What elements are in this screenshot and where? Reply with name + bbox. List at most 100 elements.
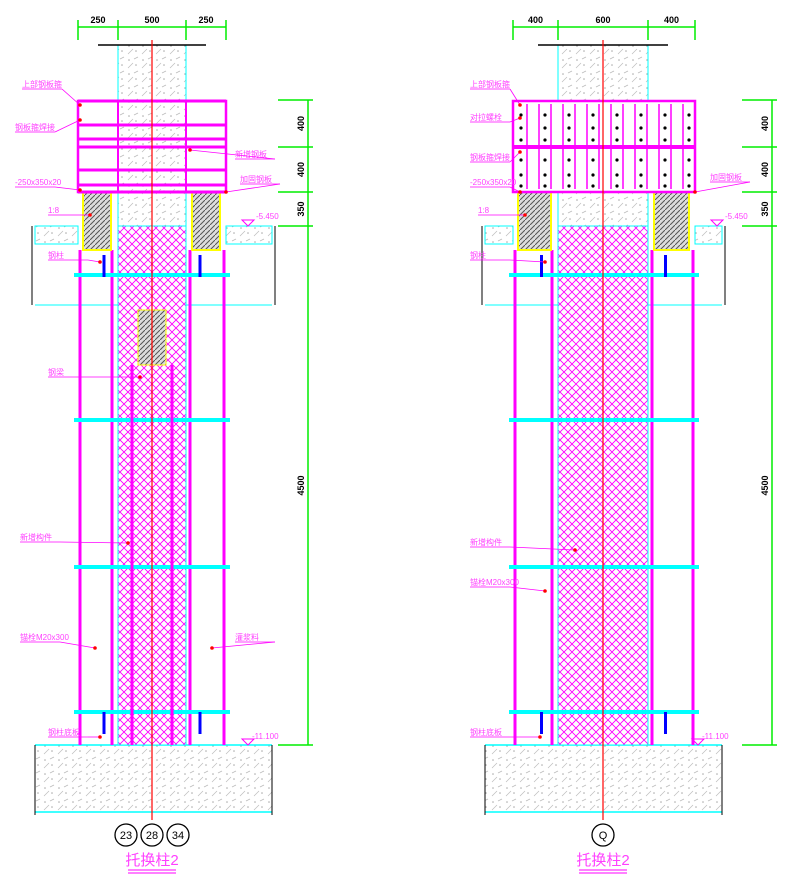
leader-line <box>59 641 96 649</box>
leader-line <box>225 183 281 193</box>
figure-title: 托换柱2 <box>576 852 629 869</box>
bolt <box>663 113 667 117</box>
dimension-label: 350 <box>296 201 306 216</box>
bolt <box>687 184 691 188</box>
leader-label: 新增钢板 <box>235 149 267 159</box>
elevation-triangle <box>709 219 725 227</box>
leader-label: 锚栓M20x300 <box>470 577 519 587</box>
floor-slab-right <box>225 225 273 245</box>
bolt <box>615 113 619 117</box>
leader-dot <box>224 190 228 194</box>
leader-dot <box>78 188 82 192</box>
leader-line <box>87 259 101 263</box>
leader-label: 钢板箍焊接 <box>470 152 510 162</box>
bolt <box>543 113 547 117</box>
leader-label: 新增构件 <box>20 532 52 542</box>
bolt <box>519 138 523 142</box>
leader-dot <box>93 646 97 650</box>
bolt <box>543 173 547 177</box>
bolt <box>519 158 523 162</box>
leader-dot <box>518 103 522 107</box>
leader-label: 加固钢板 <box>240 174 272 184</box>
dimension-label: 400 <box>760 162 770 177</box>
bolt <box>591 138 595 142</box>
leader-dot <box>518 190 522 194</box>
bolt <box>591 173 595 177</box>
leader-dot <box>543 589 547 593</box>
leader-label: 1:8 <box>48 206 60 215</box>
bolt <box>615 126 619 130</box>
figure-title: 托换柱2 <box>125 852 178 869</box>
leader-dot <box>693 190 697 194</box>
leader-dot <box>210 646 214 650</box>
leader-label: 上部钢板箍 <box>470 79 510 89</box>
leader-label: 钢柱 <box>48 250 64 260</box>
support-block <box>517 191 552 251</box>
leader-label: 钢柱底板 <box>48 727 80 737</box>
leader-line <box>189 149 276 160</box>
leader-dot <box>126 541 130 545</box>
leader-line <box>211 641 276 649</box>
axis-label: 23 <box>120 830 132 842</box>
bolt <box>519 173 523 177</box>
leader-label: 加固钢板 <box>710 172 742 182</box>
elevation-mark-top: -5.450 <box>256 212 279 221</box>
leader-line <box>509 186 521 193</box>
bolt <box>567 158 571 162</box>
floor-slab-left <box>484 225 514 245</box>
bolt <box>543 138 547 142</box>
leader-label: 钢柱底板 <box>470 727 502 737</box>
bolt <box>687 158 691 162</box>
bolt <box>639 173 643 177</box>
bolt <box>639 113 643 117</box>
axis-label: 28 <box>146 830 158 842</box>
leader-label: 钢梁 <box>48 367 64 377</box>
bolt <box>543 184 547 188</box>
floor-slab-right <box>694 225 723 245</box>
floor-slab-left <box>34 225 79 245</box>
leader-line <box>509 546 576 551</box>
leader-line <box>509 88 521 106</box>
dimension-label: 4500 <box>296 475 306 495</box>
leader-line <box>54 119 81 133</box>
dimension-label: 600 <box>595 15 610 25</box>
leader-line <box>61 88 81 106</box>
dimension-label: 250 <box>198 15 213 25</box>
bolt <box>687 173 691 177</box>
elevation-triangle <box>690 738 706 746</box>
bolt <box>663 173 667 177</box>
bolt <box>663 158 667 162</box>
bolt <box>519 184 523 188</box>
dimension-label: 250 <box>90 15 105 25</box>
axis-bubble <box>166 823 190 847</box>
leader-dot <box>523 213 527 217</box>
dimension-label: 400 <box>296 116 306 131</box>
dimension-label: 500 <box>144 15 159 25</box>
bolt <box>615 138 619 142</box>
dimension-label: 350 <box>760 201 770 216</box>
bolt <box>543 126 547 130</box>
bolt <box>591 158 595 162</box>
axis-bubble <box>140 823 164 847</box>
leader-dot <box>188 148 192 152</box>
bolt <box>687 126 691 130</box>
elevation-mark-bottom: -11.100 <box>702 732 729 741</box>
bolt <box>543 158 547 162</box>
leader-dot <box>538 735 542 739</box>
bolt <box>663 138 667 142</box>
bolt <box>687 113 691 117</box>
bolt <box>519 126 523 130</box>
axis-bubble <box>591 823 615 847</box>
leader-label: 灌浆料 <box>235 632 259 642</box>
leader-dot <box>518 116 522 120</box>
leader-label: 1:8 <box>478 206 490 215</box>
bolt <box>663 184 667 188</box>
leader-label: 对拉螺栓 <box>470 112 502 122</box>
leader-label: 钢柱 <box>470 250 486 260</box>
leader-label: 钢板箍焊接 <box>15 122 55 132</box>
bolt <box>567 113 571 117</box>
dimension-label: 400 <box>296 162 306 177</box>
foundation-slab <box>35 745 272 812</box>
leader-line <box>54 186 81 191</box>
